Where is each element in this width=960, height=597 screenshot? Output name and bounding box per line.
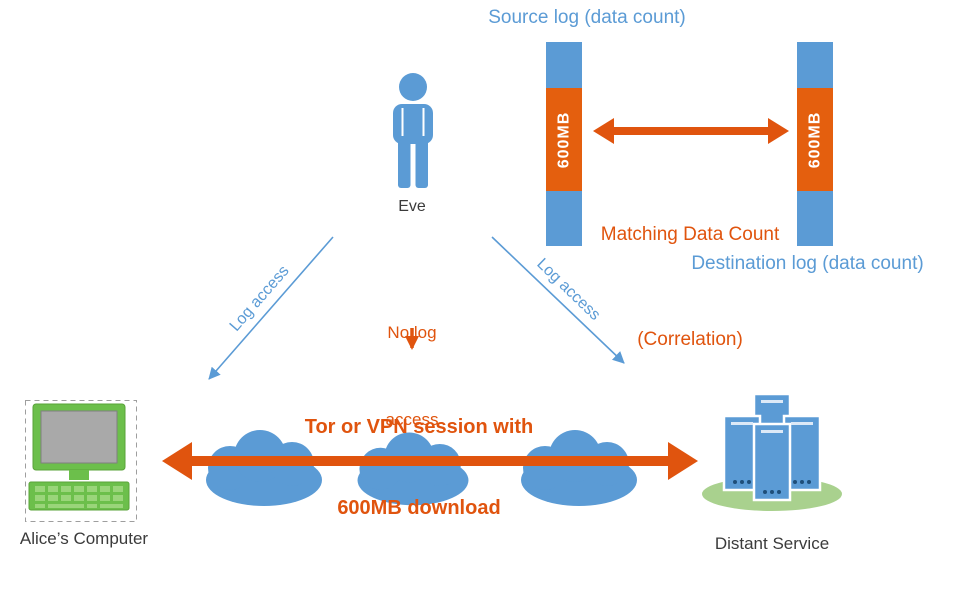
log-access-left-arrow bbox=[208, 236, 334, 380]
computer-icon bbox=[25, 400, 137, 522]
alice-computer-label: Alice’s Computer bbox=[19, 529, 149, 548]
source-log-bar: 600MB bbox=[546, 42, 582, 246]
log-access-right-arrow bbox=[491, 236, 625, 364]
no-log-access-label: No log access bbox=[385, 323, 439, 429]
eve-label: Eve bbox=[398, 198, 426, 215]
session-title: Tor or VPN session with 600MB download bbox=[304, 416, 534, 519]
tor-vpn-label: Tor or VPN (No logging) bbox=[343, 540, 485, 597]
destination-log-bar: 600MB bbox=[797, 42, 833, 246]
monitored-network-right-label: Monitored Network (Logging) bbox=[488, 540, 666, 597]
matching-double-arrow bbox=[593, 118, 789, 144]
source-log-label: Source log (data count) bbox=[488, 7, 686, 28]
session-double-arrow bbox=[162, 442, 698, 480]
matching-data-count-label: Matching Data Count (Correlation) bbox=[600, 224, 780, 350]
person-icon bbox=[393, 73, 433, 188]
servers-icon bbox=[702, 392, 842, 511]
cloud-icon bbox=[521, 430, 637, 506]
distant-service-label: Distant Service bbox=[714, 534, 830, 553]
destination-log-label: Destination log (data count) bbox=[691, 253, 924, 274]
monitored-network-left-label: Monitored Network (Logging) bbox=[163, 540, 341, 597]
destination-log-segment: 600MB bbox=[797, 88, 833, 191]
source-log-segment: 600MB bbox=[546, 88, 582, 191]
cloud-icon bbox=[206, 430, 322, 506]
